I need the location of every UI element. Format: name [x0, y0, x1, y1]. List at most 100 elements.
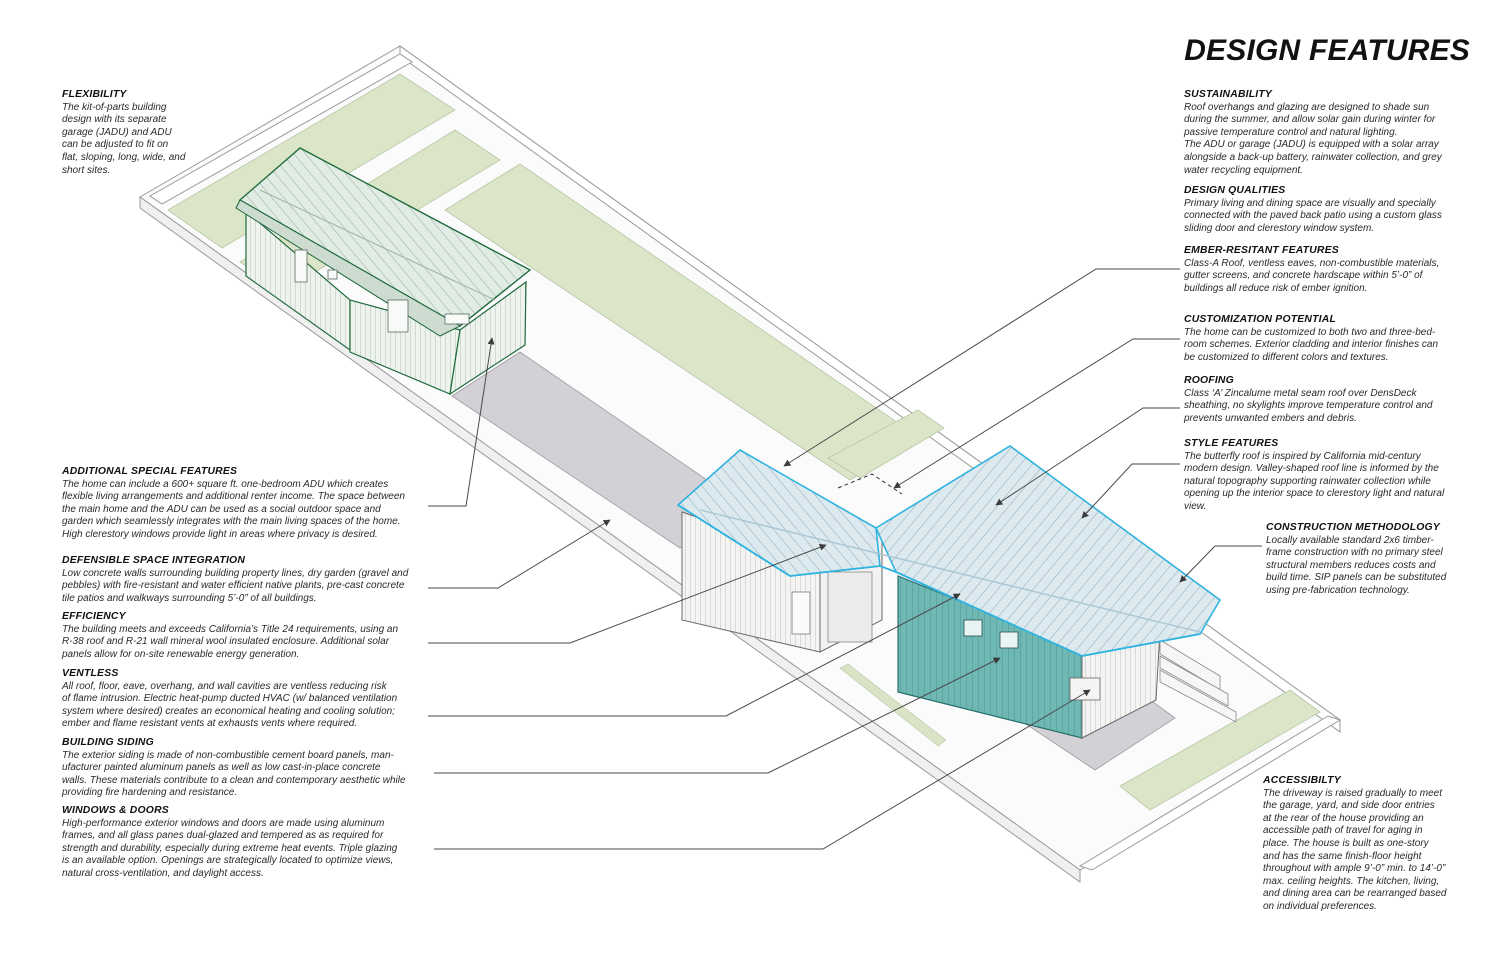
annotation-line: Class ‘A’ Zincalume metal seam roof over… — [1184, 387, 1417, 399]
annotation-heading: DEFENSIBLE SPACE INTEGRATION — [62, 555, 246, 566]
annotation-line: water recycling equipment. — [1184, 164, 1303, 176]
annotation-heading: ADDITIONAL SPECIAL FEATURES — [62, 466, 238, 477]
annotation-heading: VENTLESS — [62, 668, 119, 679]
annotation-line: sliding door and clerestory window syste… — [1184, 222, 1375, 234]
annotation-flexibility: FLEXIBILITY The kit-of-parts building de… — [62, 89, 212, 177]
annotation-building-siding: BUILDING SIDING The exterior siding is m… — [62, 737, 432, 800]
main-house — [676, 445, 1237, 739]
annotation-line: The driveway is raised gradually to meet — [1263, 787, 1442, 799]
leader-siding — [434, 657, 1001, 774]
annotation-line: build time. SIP panels can be substitute… — [1266, 572, 1447, 584]
annotation-line: frames, and all glass panes dual-glazed … — [62, 830, 384, 842]
annotation-line: pebbles) with fire-resistant and water e… — [62, 580, 405, 592]
annotation-line: The kit-of-parts building — [62, 101, 167, 113]
annotation-line: The home can include a 600+ square ft. o… — [62, 478, 389, 490]
annotation-line: and dining area can be rearranged based — [1263, 888, 1447, 900]
annotation-ember-resistant: EMBER-RESITANT FEATURES Class-A Roof, ve… — [1184, 245, 1474, 295]
entry-steps — [1159, 639, 1237, 723]
annotation-line: natural topography supporting rainwater … — [1184, 475, 1431, 487]
annotation-heading: SUSTAINABILITY — [1184, 89, 1273, 100]
annotation-heading: STYLE FEATURES — [1184, 438, 1279, 449]
annotation-heading: ACCESSIBILTY — [1263, 775, 1341, 786]
annotation-line: garage (JADU) and ADU — [62, 126, 172, 138]
annotation-line: panels allow for on-site renewable energ… — [62, 648, 300, 660]
annotation-heading: CUSTOMIZATION POTENTIAL — [1184, 314, 1336, 325]
annotation-line: throughout with ample 9’-0” min. to 14’-… — [1263, 863, 1446, 875]
annotation-line: High-performance exterior windows and do… — [62, 817, 385, 829]
annotation-line: view. — [1184, 500, 1207, 512]
annotation-line: place. The house is built as one-story — [1263, 837, 1429, 849]
annotation-line: The ADU or garage (JADU) is equipped wit… — [1184, 139, 1439, 151]
annotation-additional-special-features: ADDITIONAL SPECIAL FEATURES The home can… — [62, 466, 432, 542]
leader-customization — [893, 338, 1180, 489]
annotation-line: Primary living and dining space are visu… — [1184, 197, 1436, 209]
annotation-line: The building meets and exceeds Californi… — [62, 623, 399, 635]
annotation-line: alongside a back-up battery, rainwater c… — [1184, 151, 1442, 163]
annotation-line: Low concrete walls surrounding building … — [62, 567, 409, 579]
annotation-line: walls. These materials contribute to a c… — [62, 774, 406, 786]
annotation-line: prevents unwanted embers and debris. — [1184, 412, 1357, 424]
annotation-line: system where desired) creates an economi… — [62, 705, 395, 717]
annotation-line: during the summer, and allow solar gain … — [1184, 114, 1436, 126]
annotation-heading: EFFICIENCY — [62, 611, 126, 622]
annotation-line: room schemes. Exterior cladding and inte… — [1184, 339, 1439, 351]
annotation-line: flexible living arrangements and additio… — [62, 491, 405, 503]
annotation-line: Roof overhangs and glazing are designed … — [1184, 101, 1430, 113]
annotation-sustainability: SUSTAINABILITY Roof overhangs and glazin… — [1184, 89, 1474, 177]
leader-style — [1081, 463, 1180, 519]
annotation-line: design with its separate — [62, 114, 167, 126]
leader-lines — [428, 268, 1262, 850]
annotation-line: using pre-fabrication technology. — [1266, 584, 1410, 596]
annotation-heading: WINDOWS & DOORS — [62, 805, 169, 816]
annotation-line: short sites. — [62, 164, 111, 176]
annotation-line: passive temperature control and natural … — [1184, 126, 1398, 138]
annotation-ventless: VENTLESS All roof, floor, eave, overhang… — [62, 668, 432, 731]
annotation-line: strength and durability, especially duri… — [62, 842, 398, 854]
annotation-heading: ROOFING — [1184, 375, 1234, 386]
annotation-line: All roof, floor, eave, overhang, and wal… — [62, 680, 387, 692]
annotation-efficiency: EFFICIENCY The building meets and exceed… — [62, 611, 432, 661]
annotation-heading: CONSTRUCTION METHODOLOGY — [1266, 522, 1440, 533]
annotation-line: be customized to different colors and te… — [1184, 351, 1389, 363]
annotation-line: max. ceiling heights. The kitchen, livin… — [1263, 875, 1440, 887]
annotation-line: High clerestory windows provide light in… — [62, 528, 378, 540]
annotation-customization: CUSTOMIZATION POTENTIAL The home can be … — [1184, 314, 1474, 364]
annotation-heading: BUILDING SIDING — [62, 737, 154, 748]
annotation-line: buildings all reduce risk of ember ignit… — [1184, 282, 1368, 294]
annotation-line: tile patios and walkways surrounding 5’-… — [62, 592, 317, 604]
annotation-accessibility: ACCESSIBILTY The driveway is raised grad… — [1263, 775, 1478, 914]
annotation-line: The home can be customized to both two a… — [1184, 326, 1436, 338]
annotation-windows-doors: WINDOWS & DOORS High-performance exterio… — [62, 805, 432, 881]
annotation-line: ember and flame resistant vents at exhau… — [62, 718, 358, 730]
leader-ventless — [428, 593, 961, 717]
leader-construction — [1179, 545, 1262, 583]
annotation-line: and has the same finish-floor height — [1263, 850, 1422, 862]
annotation-line: of flame intrusion. Electric heat-pump d… — [62, 693, 398, 705]
annotation-line: at the rear of the house providing an — [1263, 812, 1424, 824]
leader-roofing — [995, 407, 1180, 506]
annotation-line: providing fire hardening and resistance. — [62, 787, 238, 799]
annotation-line: modern design. Valley-shaped roof line i… — [1184, 463, 1439, 475]
annotation-design-qualities: DESIGN QUALITIES Primary living and dini… — [1184, 185, 1474, 235]
leader-additional — [428, 337, 495, 507]
annotation-line: can be adjusted to fit on — [62, 139, 169, 151]
annotation-line: Class-A Roof, ventless eaves, non-combus… — [1184, 257, 1440, 269]
courtyard-outline — [837, 473, 903, 495]
annotation-defensible-space: DEFENSIBLE SPACE INTEGRATION Low concret… — [62, 555, 432, 605]
annotation-line: sheathing, no skylights improve temperat… — [1184, 400, 1433, 412]
annotation-line: R-38 roof and R-21 wall mineral wool ins… — [62, 636, 390, 648]
annotation-line: The exterior siding is made of non-combu… — [62, 749, 394, 761]
annotation-line: accessible path of travel for aging in — [1263, 825, 1423, 837]
annotation-line: on individual preferences. — [1263, 900, 1377, 912]
annotation-line: the main home and the ADU can be used as… — [62, 503, 381, 515]
annotation-heading: EMBER-RESITANT FEATURES — [1184, 245, 1339, 256]
annotation-line: natural cross-ventilation, and daylight … — [62, 867, 264, 879]
annotation-line: frame construction with no primary steel — [1266, 547, 1443, 559]
annotation-line: garden which seamlessly integrates with … — [62, 516, 401, 528]
leader-defensible — [428, 519, 611, 589]
annotation-line: gutter screens, and concrete hardscape w… — [1184, 270, 1423, 282]
annotation-line: is an available option. Openings are str… — [62, 855, 394, 867]
annotation-line: ufacturer painted aluminum panels as wel… — [62, 762, 381, 774]
driveway-green-strip — [839, 663, 947, 747]
annotation-heading: FLEXIBILITY — [62, 89, 127, 100]
